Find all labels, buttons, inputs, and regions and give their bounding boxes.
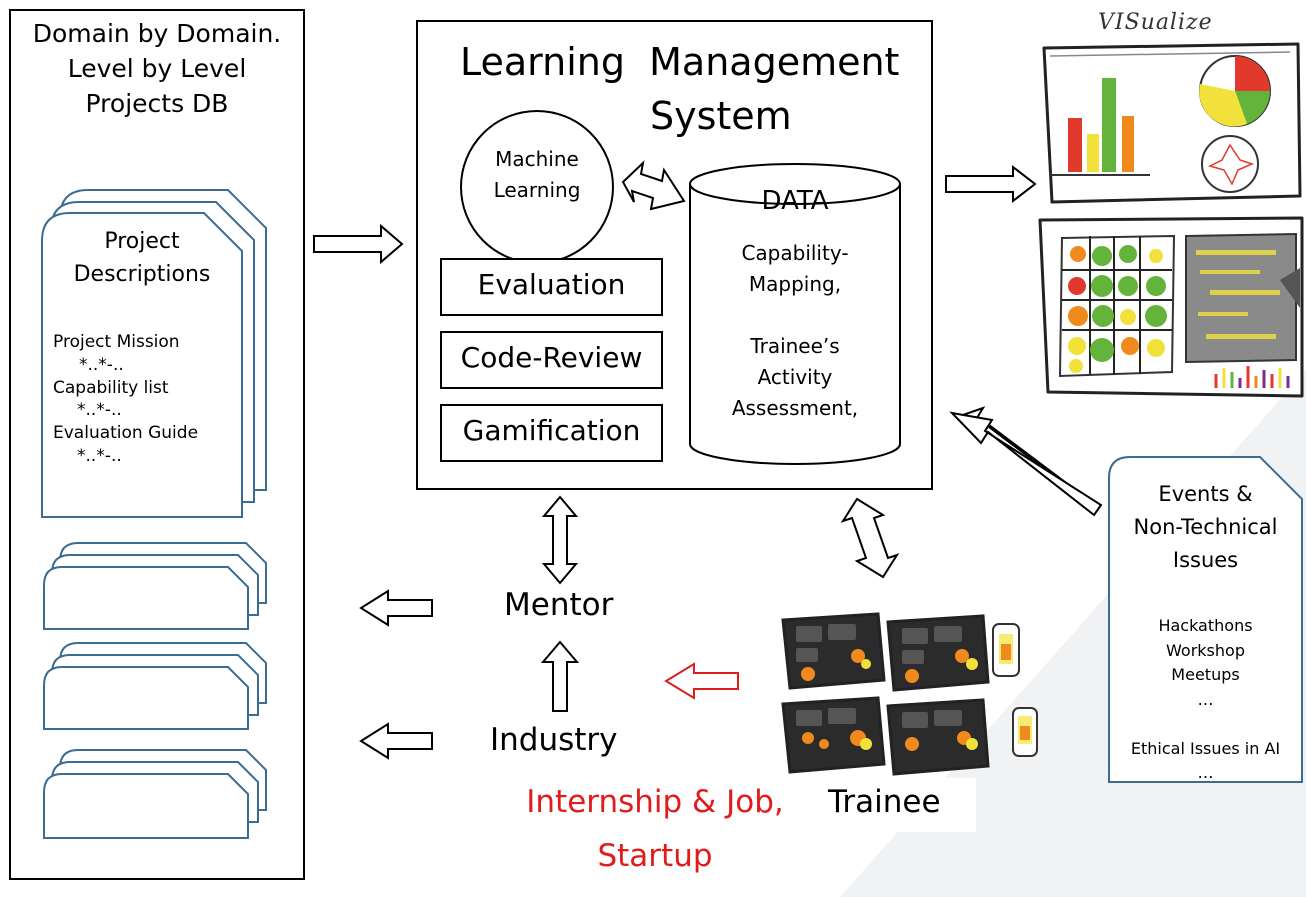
visualize-label: VISualize (1098, 10, 1213, 35)
project-card-stack (41, 189, 267, 518)
events-item: Workshop (1166, 640, 1245, 660)
mentor-label: Mentor (504, 587, 614, 623)
lms-title-line2: System (650, 94, 792, 138)
machine-learning-label: Machine Learning (461, 144, 613, 206)
data-line: Activity (757, 365, 833, 389)
events-title-line: Issues (1172, 548, 1239, 572)
arrow-trainee-to-mentor (664, 662, 739, 700)
data-cylinder (689, 163, 901, 465)
small-card-stack-2 (43, 642, 267, 730)
code-review-label: Code-Review (460, 341, 643, 374)
visualize-sketch-charts (1042, 42, 1302, 204)
outcomes-line: Startup (597, 838, 713, 874)
events-item: … (1197, 763, 1214, 782)
gamification-label: Gamification (462, 414, 641, 447)
trainee-screen (781, 612, 886, 690)
projects-db-title-line: Projects DB (85, 89, 229, 118)
arrow-industry-to-mentor (540, 640, 580, 712)
data-line: Mapping, (748, 272, 842, 296)
code-review-box (440, 331, 663, 389)
data-line (690, 300, 900, 331)
small-card-stack-1 (43, 542, 267, 630)
data-contents: Capability- Mapping, Trainee’s Activity … (690, 238, 900, 424)
project-card-title-line: Descriptions (73, 262, 211, 287)
data-line: Trainee’s (750, 334, 840, 358)
events-item: Ethical Issues in AI (1130, 738, 1281, 758)
evaluation-label: Evaluation (477, 268, 626, 301)
projects-db-title-line: Domain by Domain. (32, 19, 282, 48)
outcomes-label: Internship & Job, Startup (490, 775, 820, 883)
visualize-sketch-grid (1038, 216, 1304, 398)
project-mission-placeholder: *..*-.. (79, 354, 124, 375)
arrow-trainee-lms (840, 497, 900, 579)
gamification-box (440, 404, 663, 462)
data-title: DATA (761, 186, 829, 216)
capability-list-label: Capability list (53, 377, 169, 398)
outcomes-line: Internship & Job, (526, 784, 784, 820)
events-item: Hackathons (1158, 616, 1253, 635)
data-line: Assessment, (731, 396, 859, 420)
trainee-screen (886, 698, 990, 776)
events-item (1109, 712, 1302, 737)
events-title-line: Events & (1158, 482, 1253, 506)
trainee-screen (781, 696, 886, 774)
events-title-line: Non-Technical (1133, 515, 1278, 539)
capability-list-placeholder: *..*-.. (77, 400, 122, 420)
evaluation-guide-label: Evaluation Guide (53, 423, 199, 443)
arrow-mentor-to-db (359, 589, 433, 627)
project-card-title: Project Descriptions (42, 225, 242, 291)
project-mission-label: Project Mission (53, 332, 180, 352)
arrow-mentor-lms (541, 495, 579, 585)
evaluation-box (440, 258, 663, 316)
events-item: … (1197, 689, 1214, 709)
project-card-title-line: Project (104, 229, 180, 254)
project-card-items: Project Mission *..*-.. Capability list … (53, 328, 238, 465)
trainee-sketch (781, 612, 1038, 776)
arrow-db-to-lms (313, 223, 404, 265)
projects-db-title-line: Level by Level (67, 54, 247, 83)
evaluation-guide-placeholder: *..*-.. (77, 445, 122, 466)
industry-label: Industry (490, 722, 618, 758)
trainee-label: Trainee (828, 784, 941, 820)
projects-db-title: Domain by Domain. Level by Level Project… (10, 16, 304, 121)
ml-data-double-arrow (621, 160, 686, 211)
arrow-industry-to-db (359, 722, 433, 760)
small-card-stack-3 (43, 749, 267, 839)
trainee-screen (886, 614, 990, 692)
machine-learning-line: Learning (493, 178, 581, 202)
events-title: Events & Non-Technical Issues (1109, 478, 1302, 577)
arrow-lms-to-visualize (945, 164, 1037, 204)
events-item: Meetups (1171, 665, 1240, 684)
events-card (1108, 456, 1303, 783)
arrow-events-to-lms-outline (949, 411, 1103, 517)
machine-learning-line: Machine (495, 147, 579, 171)
trainee-label-bg (820, 778, 976, 832)
lms-title-line1: Learning Management (460, 40, 900, 84)
data-line: Capability- (741, 241, 849, 265)
events-items: Hackathons Workshop Meetups … Ethical Is… (1109, 614, 1302, 786)
